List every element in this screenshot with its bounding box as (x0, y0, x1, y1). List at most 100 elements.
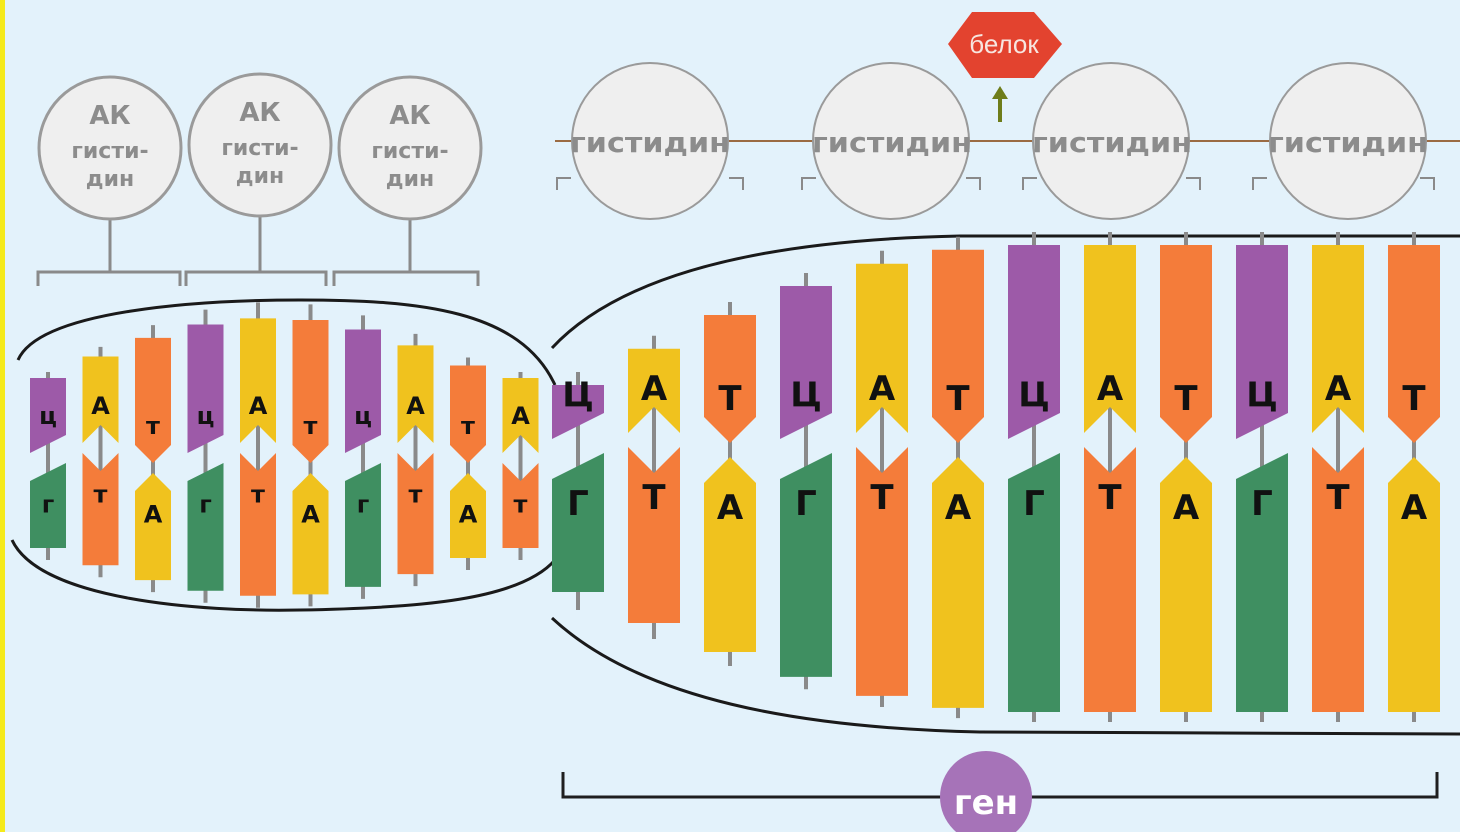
base-label-top: А (869, 369, 896, 409)
base-top (30, 378, 66, 453)
base-bottom (450, 473, 486, 558)
base-pair: Ат (82, 346, 119, 578)
base-pair: ТА (1160, 232, 1212, 722)
base-pair: тА (292, 304, 329, 607)
base-top (628, 348, 680, 433)
small-aa-line1: АК (239, 98, 280, 128)
large-aa-label: гистидин (812, 126, 972, 159)
base-bottom (780, 453, 832, 677)
gene-bracket: ген (561, 751, 1439, 832)
base-label-bottom: г (42, 490, 55, 518)
base-bottom (552, 453, 604, 592)
base-bottom (932, 457, 984, 708)
base-bottom (856, 447, 908, 696)
base-bottom (1312, 447, 1364, 712)
protein-octagon (948, 12, 1062, 78)
base-top (240, 318, 276, 443)
base-label-top: А (1097, 369, 1124, 409)
base-top (345, 329, 381, 453)
base-top (187, 324, 224, 453)
base-bottom (1160, 457, 1212, 712)
base-label-top: А (641, 369, 668, 409)
base-label-top: Т (1174, 379, 1198, 419)
base-label-top: Т (1402, 379, 1426, 419)
base-bottom (704, 457, 756, 652)
base-label-top: т (146, 412, 160, 440)
base-label-bottom: т (514, 490, 528, 518)
base-label-top: Ц (790, 375, 822, 415)
large-aa-label: гистидин (1268, 126, 1428, 159)
base-pair: АТ (1084, 232, 1136, 722)
large-amino-acid-2: гистидин (801, 62, 981, 220)
base-pair: АТ (628, 335, 680, 639)
base-label-top: А (1325, 369, 1352, 409)
small-aa-line2: гисти- (71, 139, 148, 164)
base-top (856, 263, 908, 433)
large-amino-acid-1: гистидин (556, 62, 744, 220)
base-label-bottom: Г (795, 484, 817, 524)
base-bottom (1008, 453, 1060, 712)
base-label-top: Ц (1246, 375, 1278, 415)
base-top (1236, 245, 1288, 439)
gene-badge (940, 751, 1032, 832)
small-amino-acid-3: АК гисти- дин (332, 75, 483, 286)
base-bottom (397, 453, 434, 575)
base-label-bottom: А (1173, 488, 1200, 528)
base-pair: АТ (856, 250, 908, 707)
base-label-top: А (511, 402, 530, 430)
base-label-top: Т (946, 379, 970, 419)
large-aa-label: гистидин (570, 126, 730, 159)
base-label-bottom: Т (1098, 478, 1122, 518)
small-aa-line1: АК (389, 101, 430, 131)
base-top (397, 345, 434, 443)
gene-label: ген (954, 783, 1018, 823)
base-bottom (82, 453, 119, 566)
small-aa-line2: гисти- (221, 136, 298, 161)
base-pair: ТА (932, 236, 984, 719)
protein-label: белок (969, 29, 1039, 59)
base-bottom (187, 463, 224, 591)
small-aa-line3: дин (386, 167, 434, 192)
base-pair: ЦГ (552, 372, 604, 610)
base-bottom (628, 447, 680, 624)
base-top (82, 356, 119, 443)
base-label-bottom: г (357, 490, 370, 518)
base-pair: ЦГ (1236, 232, 1288, 722)
base-label-top: Ц (1018, 375, 1050, 415)
protein-chain: гистидин гистидин гистидин гистидин (555, 62, 1460, 220)
base-label-bottom: т (409, 480, 423, 508)
base-pair: ТА (1388, 232, 1440, 722)
base-label-bottom: Г (1023, 484, 1045, 524)
small-aa-line3: дин (86, 167, 134, 192)
base-pair: цг (30, 372, 66, 560)
base-label-top: А (91, 392, 110, 420)
base-pair: цг (345, 315, 381, 599)
base-label-top: А (249, 392, 268, 420)
base-label-top: ц (354, 402, 372, 430)
base-label-bottom: т (251, 480, 265, 508)
base-label-bottom: А (717, 488, 744, 528)
base-label-top: А (406, 392, 425, 420)
base-bottom (240, 453, 276, 596)
base-bottom (1084, 447, 1136, 712)
base-label-bottom: г (199, 490, 212, 518)
base-label-top: Т (718, 379, 742, 419)
base-top (552, 385, 604, 439)
base-pair: Ат (397, 333, 434, 587)
base-label-top: Ц (562, 375, 594, 415)
base-pair: Ат (502, 372, 539, 560)
base-label-bottom: А (144, 500, 163, 528)
base-label-bottom: А (459, 500, 478, 528)
large-amino-acid-3: гистидин (1022, 62, 1201, 220)
small-aa-line1: АК (89, 101, 130, 131)
base-pair: ЦГ (1008, 232, 1060, 722)
base-label-bottom: А (301, 500, 320, 528)
base-bottom (345, 463, 381, 587)
base-bottom (292, 473, 329, 595)
base-top (704, 315, 756, 443)
large-amino-acid-4: гистидин (1252, 62, 1435, 220)
base-pair: ТА (704, 302, 756, 666)
base-label-top: т (461, 412, 475, 440)
